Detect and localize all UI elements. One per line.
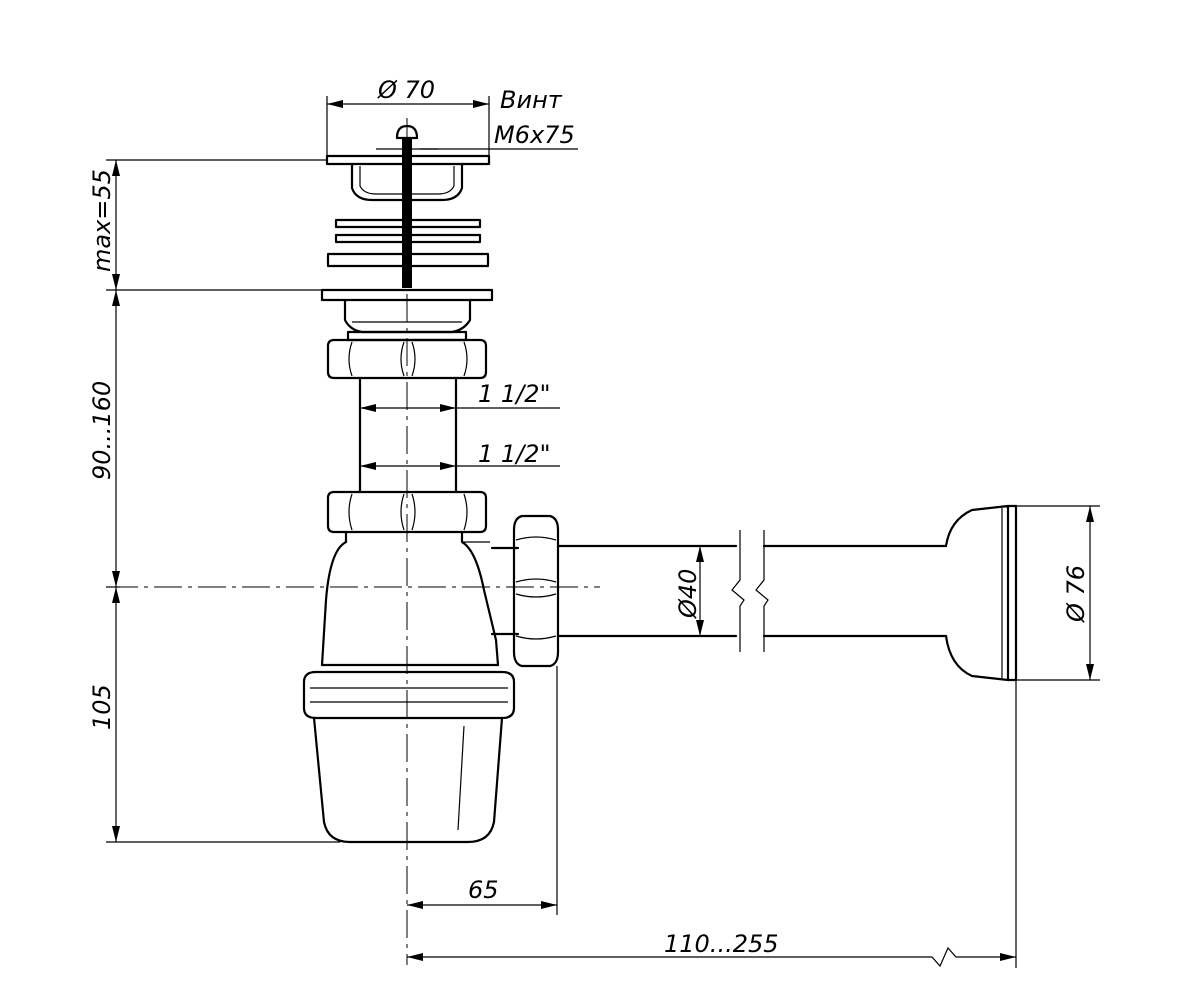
extension-tube (358, 376, 458, 494)
lower-nut (326, 490, 488, 534)
dim-offset-65: 65 (407, 666, 558, 915)
dim-top-diameter: Ø 70 (326, 76, 490, 156)
upper-nut (326, 338, 488, 380)
pipe-diameter-label: Ø40 (674, 569, 702, 619)
dim-outlet-diameter: Ø 76 (1016, 505, 1100, 681)
wall-outlet-cap (944, 504, 1018, 682)
max-height-label: max=55 (88, 169, 116, 272)
thread-lower-label: 1 1/2" (478, 440, 551, 468)
screw-title-label: Винт (500, 86, 563, 114)
gasket-stack (320, 218, 494, 302)
dim-pipe-diameter: Ø40 (674, 546, 704, 636)
top-diameter-label: Ø 70 (377, 76, 435, 104)
bottle-trap (302, 530, 516, 844)
thread-upper-label: 1 1/2" (478, 380, 551, 408)
screw-size-label: M6x75 (494, 121, 575, 149)
outlet-diameter-label: Ø 76 (1062, 565, 1090, 623)
strainer-top (325, 124, 491, 288)
dim-left-stack: max=55 90...160 105 (88, 159, 340, 843)
horizontal-pipe (556, 530, 948, 652)
adjust-height-label: 90...160 (88, 381, 116, 480)
side-nut (490, 514, 560, 668)
screw-callout: Винт M6x75 (420, 86, 578, 150)
offset-65-label: 65 (468, 876, 499, 904)
dim-thread-upper: 1 1/2" (360, 380, 560, 412)
length-range-label: 110...255 (664, 930, 779, 958)
trap-height-label: 105 (88, 684, 116, 730)
dim-length-range: 110...255 (407, 680, 1017, 968)
dim-thread-lower: 1 1/2" (360, 440, 560, 470)
center-lines (110, 118, 600, 965)
